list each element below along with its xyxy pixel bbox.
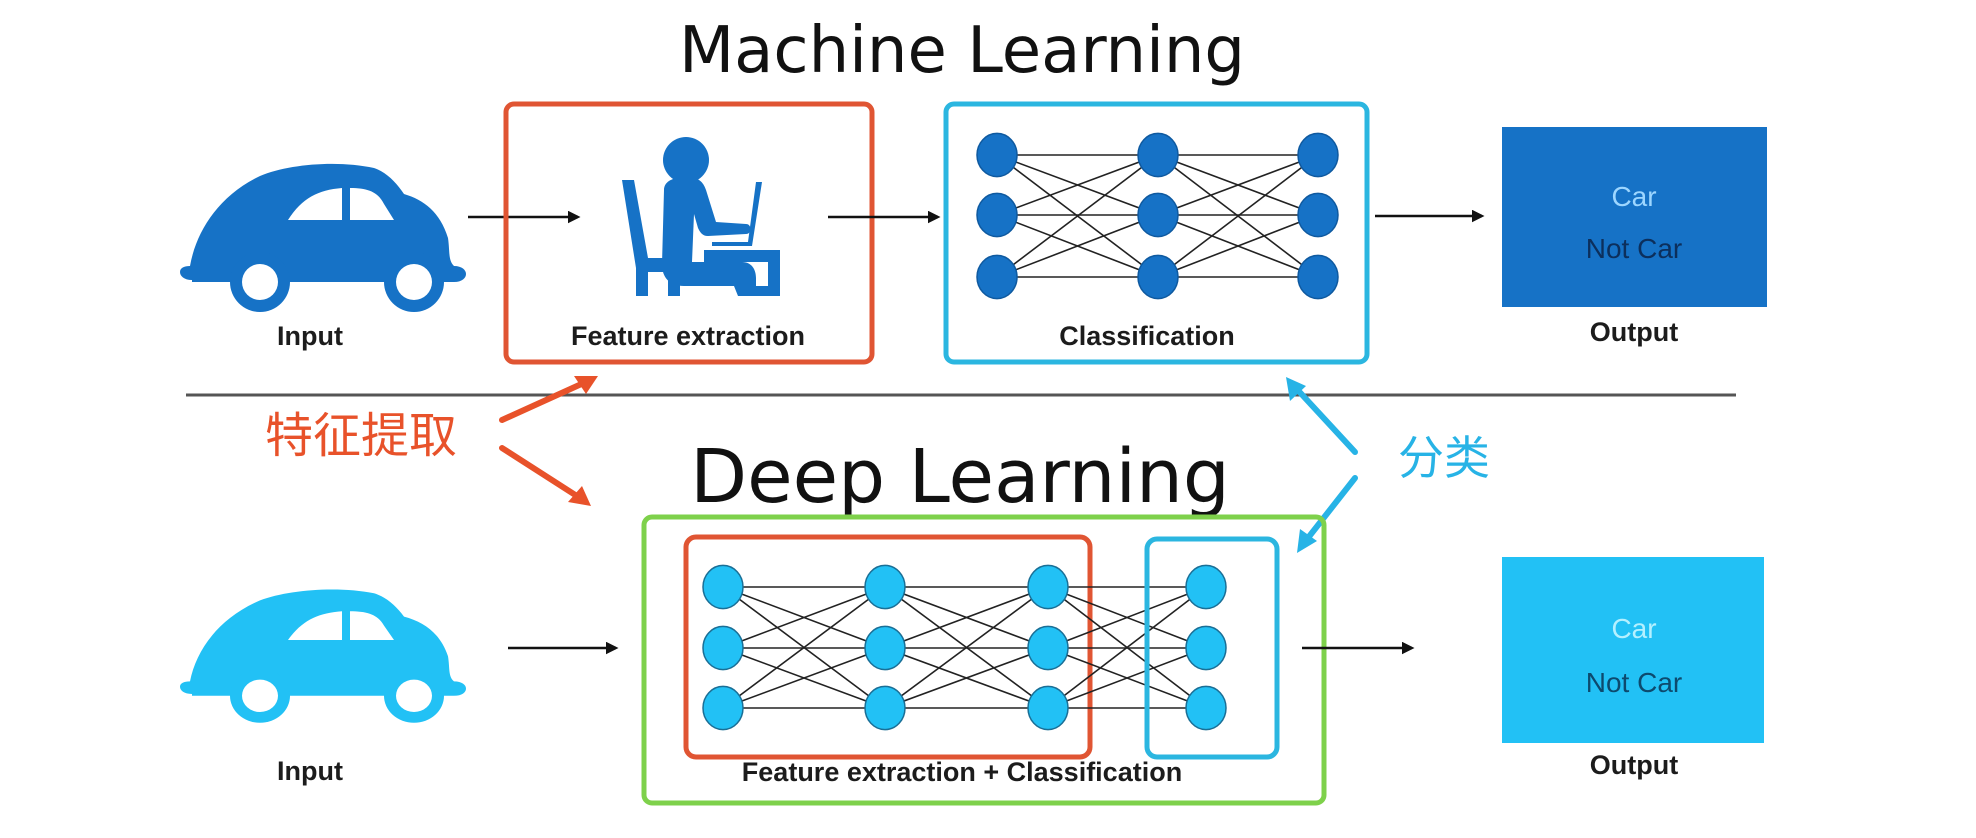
network-connection [996,214,1159,278]
annotation-arrow-up-blue [1291,383,1358,455]
classification-annotation-arrows [1286,377,1358,553]
ml-output-not-car: Not Car [1586,233,1682,264]
ml-feature-extraction-label: Feature extraction [571,321,805,351]
annotation-arrowhead-up-red [574,376,598,394]
network-node [1137,192,1179,238]
network-node [1185,685,1227,731]
annotation-arrowhead-up-blue [1286,377,1306,401]
ml-title: Machine Learning [679,14,1245,88]
ml-output-label: Output [1590,317,1678,347]
annotation-arrowhead-down-red [568,486,591,506]
network-node [1185,625,1227,671]
dl-classification-box [1144,536,1280,760]
person-at-computer-icon [622,137,780,296]
classification-cn-annotation: 分类 [1398,431,1490,485]
network-node [1027,685,1069,731]
feature-extraction-annotation-arrows [499,376,598,506]
ml-classification-box [943,101,1370,365]
dl-output-label: Output [1590,750,1678,780]
network-node [1185,564,1227,610]
network-connection [1157,154,1319,278]
network-connection [996,154,1159,278]
network-node [1297,192,1339,238]
network-connection [1047,586,1207,649]
dl-title: Deep Learning [690,434,1230,520]
network-node [1027,625,1069,671]
dl-car-icon [180,589,466,723]
dl-combined-box [641,514,1327,806]
dl-output-box [1502,557,1764,743]
network-node [864,625,906,671]
ml-classification-label: Classification [1059,321,1235,351]
network-node [1027,564,1069,610]
ml-feature-extraction-box [503,101,875,365]
network-node [976,132,1018,178]
network-node [864,564,906,610]
ml-input-label: Input [277,321,343,351]
network-node [702,685,744,731]
dl-output-car: Car [1611,613,1656,644]
network-node [1137,132,1179,178]
network-connection [1157,214,1319,278]
network-node [702,625,744,671]
network-node [976,192,1018,238]
network-node [1297,132,1339,178]
ml-output-car: Car [1611,181,1656,212]
network-connection [884,586,1049,709]
dl-output-not-car: Not Car [1586,667,1682,698]
ml-neural-network [976,132,1339,300]
dl-combined-label: Feature extraction + Classification [742,757,1182,787]
network-node [702,564,744,610]
network-node [864,685,906,731]
network-connection [1157,154,1319,216]
network-connection [722,586,886,709]
network-connection [1047,647,1207,709]
network-connection [884,647,1049,709]
annotation-arrow-down-blue [1301,475,1358,546]
network-node [1137,254,1179,300]
ml-car-icon [180,163,466,312]
network-connection [884,586,1049,649]
annotation-arrow-up-red [499,378,591,423]
network-connection [722,586,886,649]
ml-output-box [1502,127,1767,307]
network-node [1297,254,1339,300]
annotation-arrowhead-down-blue [1297,529,1317,553]
network-node [976,254,1018,300]
network-connection [996,154,1159,216]
feature-extraction-cn-annotation: 特征提取 [265,408,457,464]
annotation-arrow-down-red [499,445,583,501]
dl-input-label: Input [277,756,343,786]
network-connection [1047,586,1207,709]
dl-feature-extraction-box [683,534,1093,760]
network-connection [722,647,886,709]
dl-neural-network [702,564,1227,731]
